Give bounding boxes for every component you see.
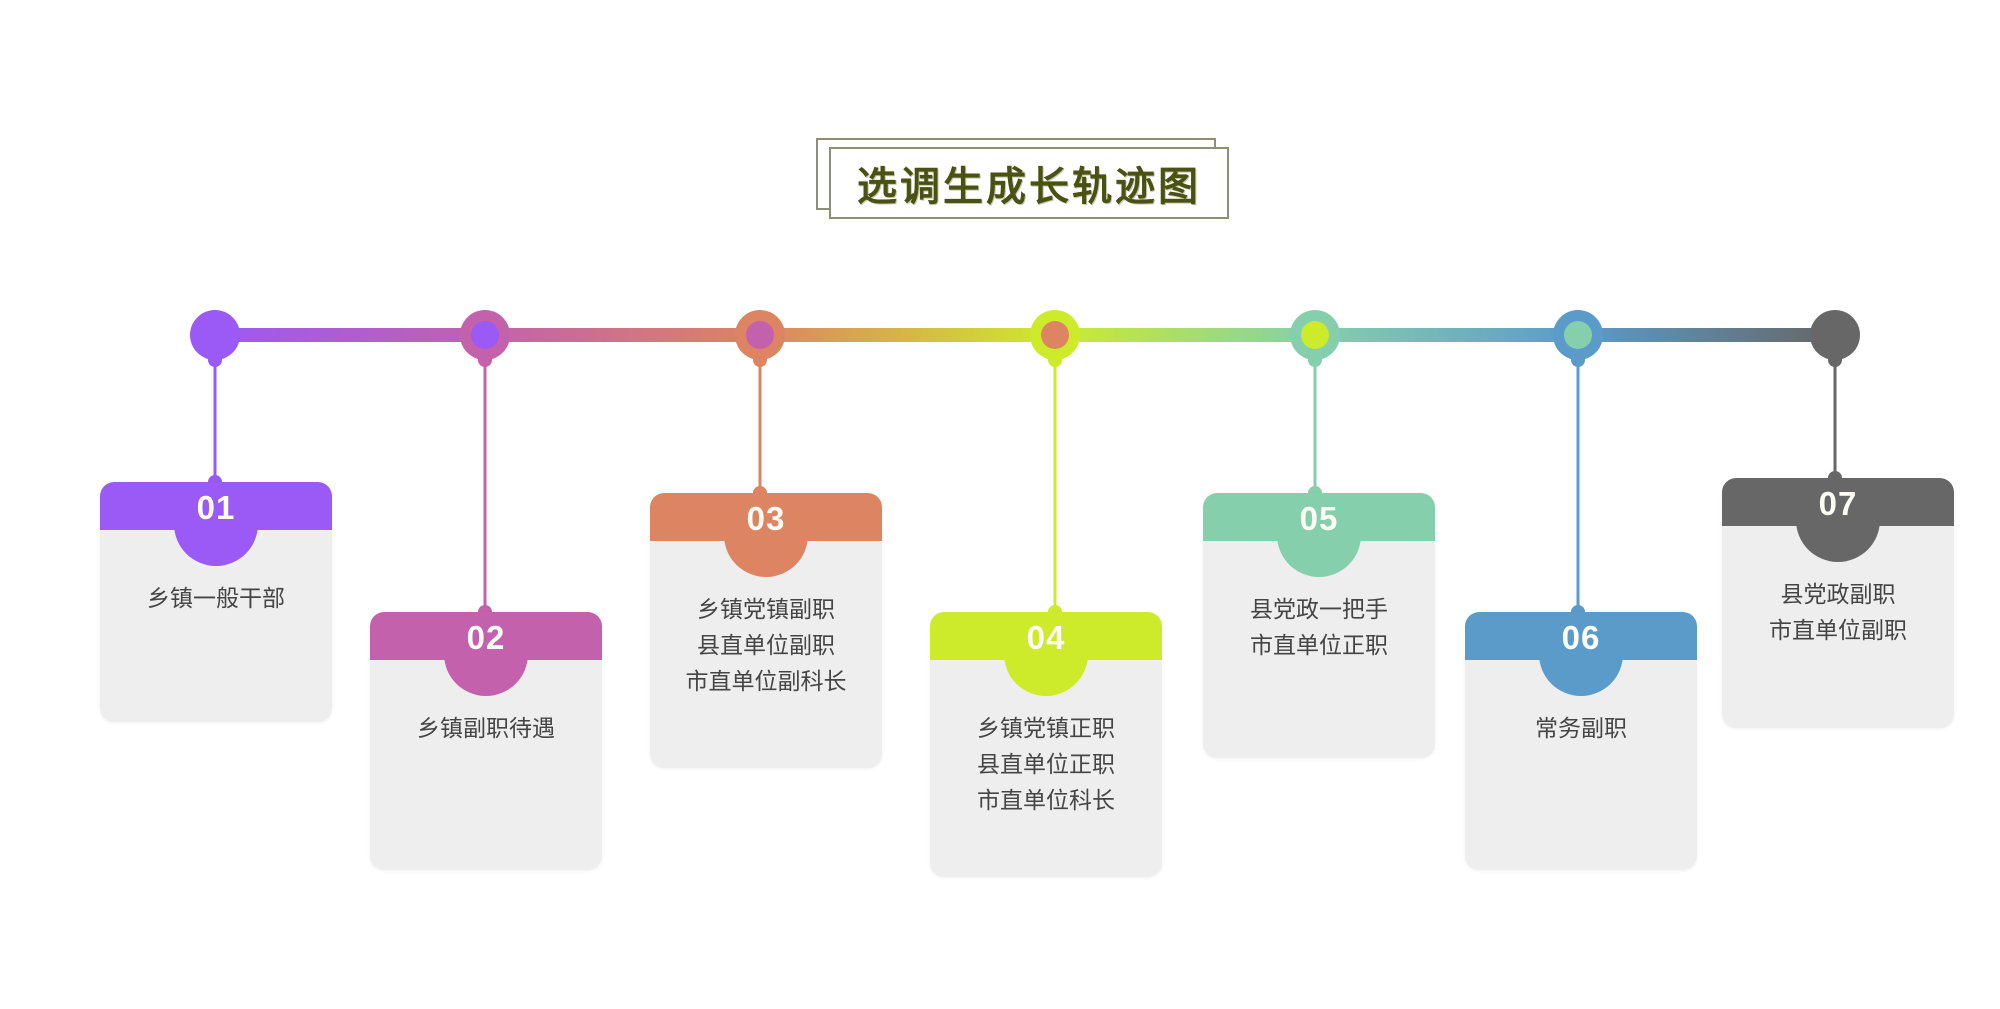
step-card-04[interactable]: 04 乡镇党镇正职县直单位正职市直单位科长 — [930, 612, 1162, 877]
step-card-body: 乡镇一般干部 — [100, 530, 332, 658]
step-card-text-line: 乡镇副职待遇 — [417, 715, 555, 741]
step-card-02[interactable]: 02 乡镇副职待遇 — [370, 612, 602, 870]
step-card-06[interactable]: 06 常务副职 — [1465, 612, 1697, 870]
timeline-node[interactable] — [460, 310, 510, 360]
step-card-07[interactable]: 07 县党政副职市直单位副职 — [1722, 478, 1954, 728]
title-frame-front — [829, 147, 1229, 219]
connector-dot — [208, 353, 222, 367]
step-card-text-line: 市直单位副职 — [1769, 617, 1907, 643]
step-number-label: 07 — [1818, 485, 1858, 522]
step-number-label: 01 — [196, 489, 236, 526]
step-number-label: 02 — [466, 619, 506, 656]
step-card-body: 乡镇党镇正职县直单位正职市直单位科长 — [930, 660, 1162, 836]
step-card-header: 01 — [100, 482, 332, 566]
timeline-node[interactable] — [735, 310, 785, 360]
step-number-badge — [724, 493, 808, 577]
step-number-label: 05 — [1299, 500, 1339, 537]
step-card-text-line: 常务副职 — [1535, 715, 1627, 741]
step-card-text-line: 市直单位正职 — [1250, 632, 1388, 658]
timeline-segment — [1055, 328, 1315, 342]
step-card-header: 07 — [1722, 478, 1954, 562]
timeline-node-core — [1301, 321, 1329, 349]
step-card-text-line: 县直单位正职 — [977, 751, 1115, 777]
timeline-segment — [1315, 328, 1578, 342]
step-card-01[interactable]: 01 乡镇一般干部 — [100, 482, 332, 722]
step-card-body: 乡镇副职待遇 — [370, 660, 602, 788]
timeline-segment — [760, 328, 1055, 342]
timeline-node[interactable] — [1290, 310, 1340, 360]
connector-dot — [478, 353, 492, 367]
step-number-badge — [444, 612, 528, 696]
step-card-body: 县党政副职市直单位副职 — [1722, 526, 1954, 666]
timeline-segment — [215, 328, 485, 342]
step-card-text-line: 县直单位副职 — [697, 632, 835, 658]
step-number-badge — [1796, 478, 1880, 562]
timeline-node-core — [1564, 321, 1592, 349]
step-card-header: 04 — [930, 612, 1162, 696]
step-number-badge — [1277, 493, 1361, 577]
connector-dot — [1308, 353, 1322, 367]
step-card-header: 05 — [1203, 493, 1435, 577]
timeline-node-core — [471, 321, 499, 349]
timeline-segment — [485, 328, 760, 342]
step-card-text-line: 乡镇党镇正职 — [977, 715, 1115, 741]
step-card-text-line: 市直单位科长 — [977, 787, 1115, 813]
timeline-node-core — [1041, 321, 1069, 349]
step-card-header: 02 — [370, 612, 602, 696]
timeline-node[interactable] — [190, 310, 240, 360]
step-number-badge — [1004, 612, 1088, 696]
step-card-03[interactable]: 03 乡镇党镇副职县直单位副职市直单位副科长 — [650, 493, 882, 768]
connector-dot — [753, 353, 767, 367]
step-card-text-line: 县党政一把手 — [1250, 596, 1388, 622]
step-card-text-line: 乡镇一般干部 — [147, 585, 285, 611]
step-card-text-line: 市直单位副科长 — [685, 668, 847, 694]
connector-dot — [1048, 353, 1062, 367]
step-number-label: 04 — [1026, 619, 1066, 656]
step-card-text-line: 县党政副职 — [1780, 581, 1896, 607]
step-card-header: 06 — [1465, 612, 1697, 696]
timeline-node[interactable] — [1553, 310, 1603, 360]
timeline-node[interactable] — [1030, 310, 1080, 360]
timeline-segment — [1578, 328, 1835, 342]
connector-dot — [1571, 353, 1585, 367]
step-card-body: 县党政一把手市直单位正职 — [1203, 541, 1435, 681]
step-number-label: 03 — [746, 500, 786, 537]
timeline-node[interactable] — [1810, 310, 1860, 360]
step-number-badge — [1539, 612, 1623, 696]
timeline-node-core — [746, 321, 774, 349]
step-number-badge — [174, 482, 258, 566]
step-card-05[interactable]: 05 县党政一把手市直单位正职 — [1203, 493, 1435, 758]
page-title: 选调生成长轨迹图 — [857, 165, 1201, 209]
step-number-label: 06 — [1561, 619, 1601, 656]
step-card-text-line: 乡镇党镇副职 — [697, 596, 835, 622]
page-title-block: 选调生成长轨迹图 — [816, 138, 1229, 219]
step-card-body: 常务副职 — [1465, 660, 1697, 788]
step-card-body: 乡镇党镇副职县直单位副职市直单位副科长 — [650, 541, 882, 717]
connector-dot — [1828, 353, 1842, 367]
step-card-header: 03 — [650, 493, 882, 577]
